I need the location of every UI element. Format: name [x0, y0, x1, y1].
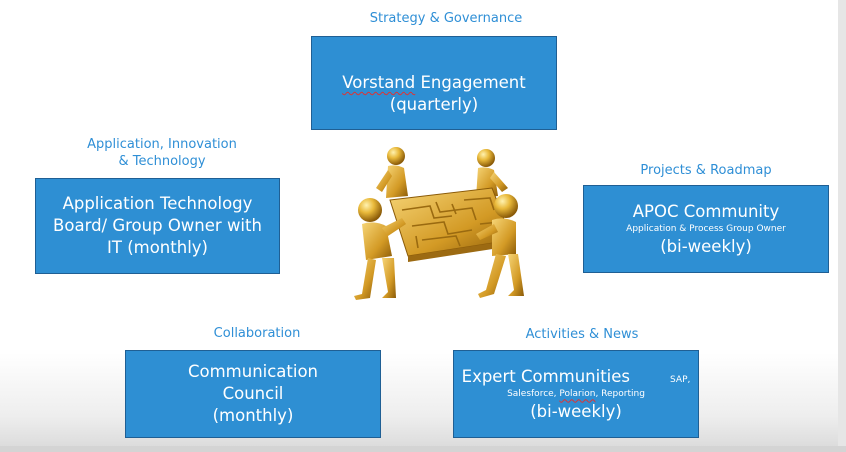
apoc-community-box: APOC Community Application & Process Gro…	[583, 185, 829, 273]
right-edge-strip	[838, 0, 846, 452]
expert-communities-title: Expert Communities	[461, 366, 631, 386]
front-left-figure	[354, 198, 406, 300]
expert-communities-subtitle: Salesforce, Polarion, Reporting	[507, 388, 645, 401]
back-left-figure	[376, 147, 408, 198]
expert-communities-box: Expert Communities SAP, Salesforce, Pola…	[453, 350, 699, 438]
expert-communities-header: Expert Communities SAP,	[454, 366, 698, 388]
vorstand-engagement-box: Vorstand Engagement (quarterly)	[311, 36, 557, 130]
apoc-community-title: APOC Community	[632, 201, 780, 221]
application-technology-board-text: Application Technology Board/ Group Owne…	[53, 194, 262, 257]
caption-application-innovation: Application, Innovation & Technology	[87, 137, 237, 169]
expert-sub-salesforce: Salesforce,	[507, 388, 560, 399]
application-technology-board-box: Application Technology Board/ Group Owne…	[35, 178, 280, 274]
expert-communities-sap: SAP,	[670, 374, 691, 385]
communication-council-text: Communication Council (monthly)	[187, 362, 319, 425]
expert-sub-polarion: Polarion	[559, 388, 596, 399]
caption-collaboration: Collaboration	[213, 326, 301, 341]
caption-activities-news: Activities & News	[525, 327, 639, 342]
vorstand-engagement-title: Vorstand Engagement	[342, 50, 526, 94]
bottom-edge-strip	[0, 446, 846, 452]
expert-sub-reporting: , Reporting	[595, 388, 645, 399]
vorstand-word: Vorstand	[342, 73, 416, 92]
front-right-figure	[476, 194, 524, 298]
apoc-community-frequency: (bi-weekly)	[660, 236, 752, 256]
caption-strategy-governance: Strategy & Governance	[369, 11, 523, 26]
vorstand-frequency: (quarterly)	[389, 95, 479, 114]
apoc-community-subtitle: Application & Process Group Owner	[626, 223, 786, 234]
caption-projects-roadmap: Projects & Roadmap	[640, 163, 772, 178]
communication-council-box: Communication Council (monthly)	[125, 350, 381, 438]
golden-figures-puzzle-illustration	[354, 147, 524, 300]
expert-communities-frequency: (bi-weekly)	[530, 401, 622, 421]
engagement-word: Engagement	[415, 73, 526, 92]
